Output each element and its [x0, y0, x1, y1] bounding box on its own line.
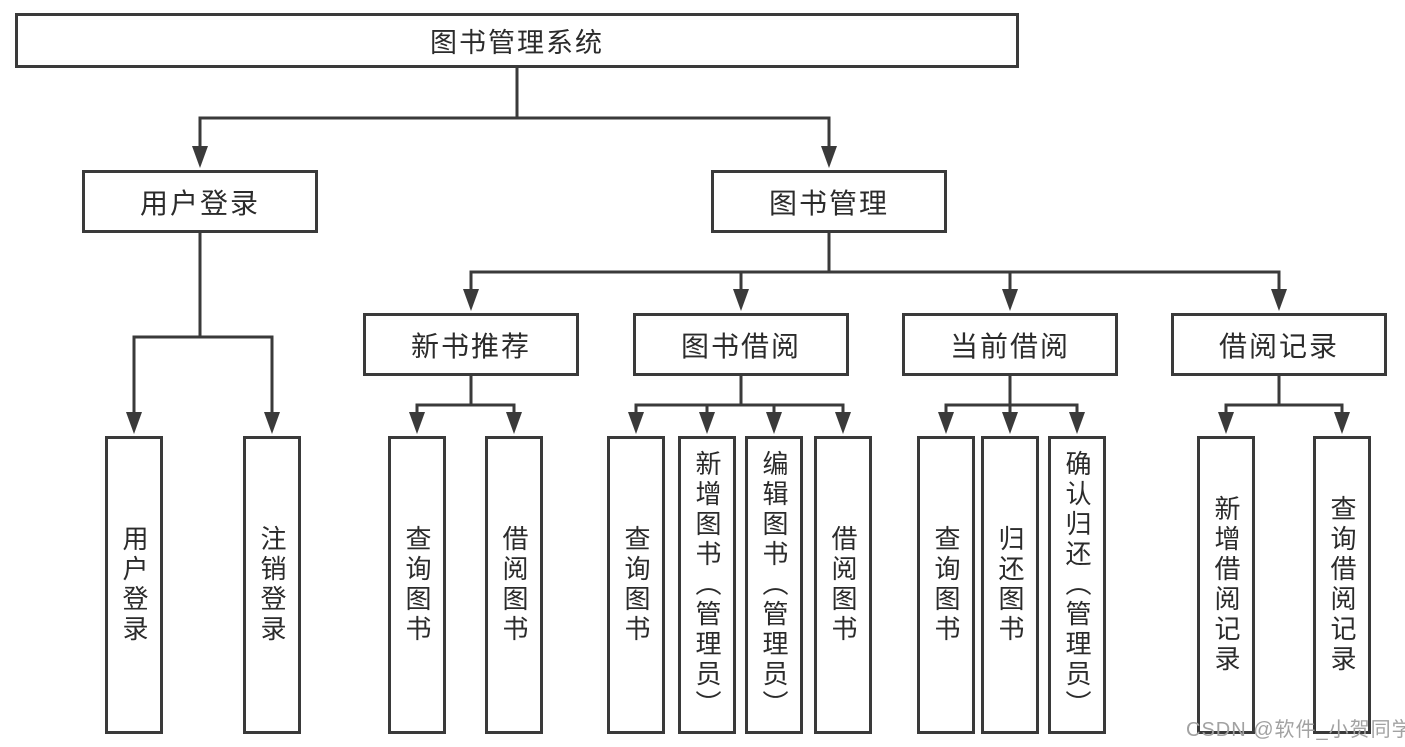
arrowhead-icon — [1002, 412, 1018, 434]
arrowhead-icon — [766, 412, 782, 434]
node-borrow-record: 借阅记录 — [1171, 313, 1387, 376]
node-leaf-cb-query-books-label: 查询图书 — [931, 525, 961, 645]
node-book-mgmt: 图书管理 — [711, 170, 947, 233]
arrowhead-icon — [821, 146, 837, 168]
arrowhead-icon — [192, 146, 208, 168]
node-leaf-bb-edit-books-admin-label: 编辑图书（管理员） — [759, 450, 789, 720]
node-borrow-record-label: 借阅记录 — [1218, 330, 1339, 362]
node-leaf-bb-edit-books-admin: 编辑图书（管理员） — [745, 436, 803, 734]
node-leaf-bb-query-books-label: 查询图书 — [621, 525, 651, 645]
connector-user-login-children — [126, 229, 280, 434]
node-leaf-user-login: 用户登录 — [105, 436, 163, 734]
arrowhead-icon — [835, 412, 851, 434]
connector-book-mgmt-children — [463, 229, 1287, 311]
node-leaf-bb-borrow-books: 借阅图书 — [814, 436, 872, 734]
arrowhead-icon — [126, 412, 142, 434]
node-book-mgmt-label: 图书管理 — [768, 187, 889, 219]
arrowhead-icon — [1002, 289, 1018, 311]
node-user-login: 用户登录 — [82, 170, 318, 233]
node-leaf-nbr-borrow-books: 借阅图书 — [485, 436, 543, 734]
arrowhead-icon — [463, 289, 479, 311]
node-leaf-logout: 注销登录 — [243, 436, 301, 734]
node-book-borrow: 图书借阅 — [633, 313, 849, 376]
arrowhead-icon — [409, 412, 425, 434]
node-leaf-bb-add-books-admin: 新增图书（管理员） — [678, 436, 736, 734]
connector-root-to-level2 — [192, 64, 837, 168]
node-book-borrow-label: 图书借阅 — [680, 330, 801, 362]
arrowhead-icon — [1218, 412, 1234, 434]
node-leaf-bb-query-books: 查询图书 — [607, 436, 665, 734]
arrowhead-icon — [938, 412, 954, 434]
node-leaf-cb-return-books: 归还图书 — [981, 436, 1039, 734]
node-leaf-br-query-record: 查询借阅记录 — [1313, 436, 1371, 734]
node-leaf-br-add-record-label: 新增借阅记录 — [1211, 495, 1241, 675]
arrowhead-icon — [699, 412, 715, 434]
node-leaf-cb-return-books-label: 归还图书 — [995, 525, 1025, 645]
arrowhead-icon — [733, 289, 749, 311]
node-leaf-nbr-borrow-books-label: 借阅图书 — [499, 525, 529, 645]
node-current-borrow: 当前借阅 — [902, 313, 1118, 376]
node-current-borrow-label: 当前借阅 — [949, 330, 1070, 362]
node-leaf-br-add-record: 新增借阅记录 — [1197, 436, 1255, 734]
connector-book-borrow-children — [628, 372, 851, 434]
node-leaf-nbr-query-books-label: 查询图书 — [402, 525, 432, 645]
arrowhead-icon — [506, 412, 522, 434]
arrowhead-icon — [628, 412, 644, 434]
node-user-login-label: 用户登录 — [139, 187, 260, 219]
node-leaf-logout-label: 注销登录 — [257, 525, 287, 645]
csdn-watermark: CSDN @软件_小贺同学 — [1186, 719, 1405, 741]
connector-borrow-record-children — [1218, 372, 1350, 434]
node-root: 图书管理系统 — [15, 13, 1019, 68]
node-leaf-bb-add-books-admin-label: 新增图书（管理员） — [692, 450, 722, 720]
node-leaf-user-login-label: 用户登录 — [119, 525, 149, 645]
arrowhead-icon — [264, 412, 280, 434]
node-leaf-cb-confirm-return-admin-label: 确认归还（管理员） — [1062, 450, 1092, 720]
connector-new-book-rec-children — [409, 372, 522, 434]
arrowhead-icon — [1271, 289, 1287, 311]
node-new-book-rec: 新书推荐 — [363, 313, 579, 376]
arrowhead-icon — [1334, 412, 1350, 434]
node-root-label: 图书管理系统 — [430, 28, 604, 58]
node-new-book-rec-label: 新书推荐 — [410, 330, 531, 362]
node-leaf-cb-query-books: 查询图书 — [917, 436, 975, 734]
node-leaf-cb-confirm-return-admin: 确认归还（管理员） — [1048, 436, 1106, 734]
node-leaf-nbr-query-books: 查询图书 — [388, 436, 446, 734]
arrowhead-icon — [1069, 412, 1085, 434]
node-leaf-br-query-record-label: 查询借阅记录 — [1327, 495, 1357, 675]
node-leaf-bb-borrow-books-label: 借阅图书 — [828, 525, 858, 645]
connector-current-borrow-children — [938, 372, 1085, 434]
